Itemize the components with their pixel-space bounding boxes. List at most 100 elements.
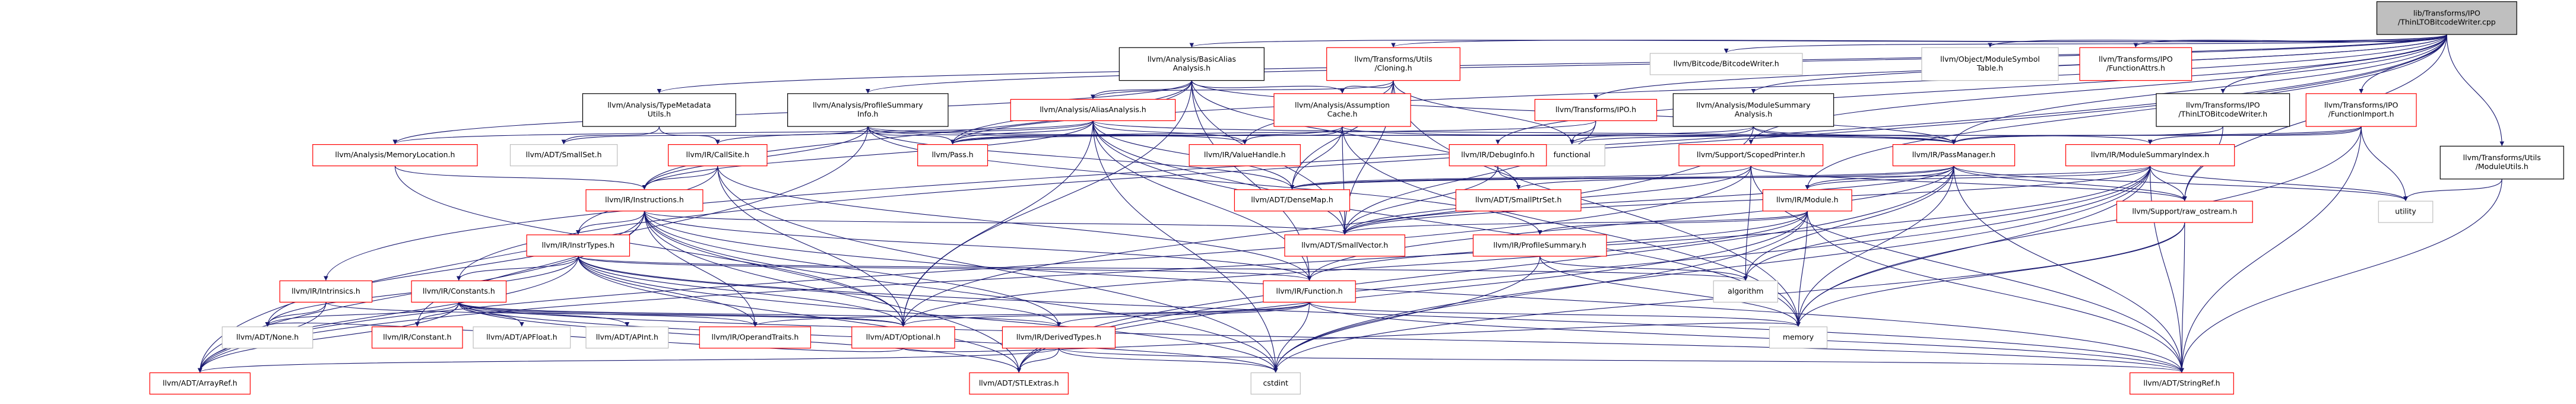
edge-root-to-modsymtab	[1988, 34, 2447, 48]
node-constants[interactable]: llvm/IR/Constants.h	[411, 280, 507, 303]
node-label-utility-line-1: utility	[2395, 207, 2416, 216]
node-valuehandle[interactable]: llvm/IR/ValueHandle.h	[1189, 144, 1301, 167]
node-callsite[interactable]: llvm/IR/CallSite.h	[668, 144, 768, 167]
node-profilesummary[interactable]: llvm/IR/ProfileSummary.h	[1472, 234, 1607, 257]
node-derivedtypes[interactable]: llvm/IR/DerivedTypes.h	[1002, 326, 1116, 349]
node-stlextras[interactable]: llvm/ADT/STLExtras.h	[969, 372, 1069, 395]
edge-modsummana-to-pass	[950, 126, 1754, 145]
node-pass[interactable]: llvm/Pass.h	[917, 144, 988, 167]
node-label-instructions-line-1: llvm/IR/Instructions.h	[605, 195, 684, 204]
edge-callsite-to-optional	[717, 166, 906, 327]
edge-callsite-to-instructions	[642, 166, 718, 190]
node-box-profilesummary	[1472, 234, 1607, 257]
node-root[interactable]: lib/Transforms/IPO/ThinLTOBitcodeWriter.…	[2376, 1, 2517, 35]
node-stringref[interactable]: llvm/ADT/StringRef.h	[2130, 372, 2234, 395]
node-ipo[interactable]: llvm/Transforms/IPO.h	[1534, 98, 1658, 122]
node-funcimport[interactable]: llvm/Transforms/IPO/FunctionImport.h	[2305, 93, 2417, 127]
edge-aliasanalysis-to-pass	[950, 120, 1094, 145]
node-intrinsics[interactable]: llvm/IR/Intrinsics.h	[279, 280, 373, 303]
node-label-scopedprinter-line-1: llvm/Support/ScopedPrinter.h	[1697, 150, 1805, 159]
node-label-derivedtypes-line-1: llvm/IR/DerivedTypes.h	[1016, 332, 1101, 341]
edge-instructions-to-operandtraits	[644, 211, 758, 327]
node-box-function	[1263, 280, 1356, 303]
node-box-derivedtypes	[1002, 326, 1116, 349]
edge-typemeta-to-smallset	[561, 126, 660, 145]
node-utility: utility	[2378, 201, 2434, 223]
node-scopedprinter[interactable]: llvm/Support/ScopedPrinter.h	[1678, 144, 1824, 167]
edge-memloc-to-instructions	[394, 166, 647, 190]
node-memloc[interactable]: llvm/Analysis/MemoryLocation.h	[312, 144, 478, 167]
edge-module-to-stringref	[1807, 211, 2184, 373]
node-function[interactable]: llvm/IR/Function.h	[1263, 280, 1356, 303]
node-box-arrayref	[149, 372, 251, 395]
node-label-functional-line-1: functional	[1554, 150, 1590, 159]
edge-modsummidx-to-smallvector	[1342, 166, 2151, 235]
node-optional[interactable]: llvm/ADT/Optional.h	[851, 326, 955, 349]
node-box-operandtraits	[699, 326, 812, 349]
node-label-funcattrs-line-2: /FunctionAttrs.h	[2106, 63, 2165, 72]
node-box-module	[1762, 189, 1852, 212]
edge-passmanager-to-function	[1307, 166, 1954, 281]
node-box-modsummidx	[2065, 144, 2235, 167]
node-aliasanalysis[interactable]: llvm/Analysis/AliasAnalysis.h	[1010, 98, 1176, 122]
node-thinltoh[interactable]: llvm/Transforms/IPO/ThinLTOBitcodeWriter…	[2156, 93, 2290, 127]
node-cloning[interactable]: llvm/Transforms/Utils/Cloning.h	[1326, 47, 1460, 81]
edge-module-to-stlextras	[1016, 211, 1808, 373]
node-debuginfo[interactable]: llvm/IR/DebugInfo.h	[1449, 144, 1547, 167]
node-box-none	[221, 326, 313, 349]
edge-rawostream-to-memory	[1796, 222, 2185, 327]
node-funcattrs[interactable]: llvm/Transforms/IPO/FunctionAttrs.h	[2079, 47, 2192, 81]
edge-function-to-cstdint	[1273, 302, 1310, 373]
edge-instructions-to-derivedtypes	[644, 211, 1062, 327]
edge-scopedprinter-to-densemap	[1289, 166, 1751, 190]
edge-passmanager-to-rawostream	[1953, 166, 2187, 201]
node-box-ipo	[1534, 98, 1658, 122]
node-smallvector[interactable]: llvm/ADT/SmallVector.h	[1284, 234, 1405, 257]
edge-assumption-to-smallvector	[1342, 126, 1347, 235]
node-box-algorithm	[1713, 280, 1778, 303]
node-rawostream[interactable]: llvm/Support/raw_ostream.h	[2116, 201, 2253, 223]
edge-modsummidx-to-utility	[2150, 166, 2408, 201]
edge-instructions-to-instrtypes	[576, 211, 645, 235]
edge-cloning-to-assumption	[1340, 80, 1394, 94]
edge-module-to-memory	[1796, 211, 1808, 327]
edge-instrtypes-to-function	[578, 256, 1312, 281]
node-label-valuehandle-line-1: llvm/IR/ValueHandle.h	[1204, 150, 1286, 159]
node-operandtraits[interactable]: llvm/IR/OperandTraits.h	[699, 326, 812, 349]
node-label-constants-line-1: llvm/IR/Constants.h	[423, 287, 495, 295]
node-box-cloning	[1326, 47, 1460, 81]
edge-constants-to-apfloat	[458, 302, 524, 327]
node-label-thinltoh-line-2: /ThinLTOBitcodeWriter.h	[2178, 109, 2267, 118]
node-smallptrset[interactable]: llvm/ADT/SmallPtrSet.h	[1455, 189, 1582, 212]
node-arrayref[interactable]: llvm/ADT/ArrayRef.h	[149, 372, 251, 395]
edge-basicaa-to-assumption	[1191, 80, 1345, 94]
edge-instrtypes-to-constants	[457, 256, 579, 281]
node-label-funcimport-line-1: llvm/Transforms/IPO	[2324, 100, 2398, 109]
node-label-pass-line-1: llvm/Pass.h	[931, 150, 973, 159]
node-label-memloc-line-1: llvm/Analysis/MemoryLocation.h	[335, 150, 455, 159]
edge-scopedprinter-to-algorithm	[1743, 166, 1751, 281]
edge-root-to-moduleutils	[2446, 34, 2505, 147]
node-passmanager[interactable]: llvm/IR/PassManager.h	[1892, 144, 2016, 167]
nodes-layer: lib/Transforms/IPO/ThinLTOBitcodeWriter.…	[149, 1, 2564, 395]
node-moduleutils[interactable]: llvm/Transforms/Utils/ModuleUtils.h	[2439, 145, 2564, 180]
node-modsummidx[interactable]: llvm/IR/ModuleSummaryIndex.h	[2065, 144, 2235, 167]
edge-passmanager-to-utility	[1953, 166, 2408, 201]
node-box-modsymtab	[1921, 47, 2059, 81]
edge-function-to-operandtraits	[753, 301, 1310, 327]
node-instrtypes[interactable]: llvm/IR/InstrTypes.h	[526, 234, 630, 257]
node-label-module-line-1: llvm/IR/Module.h	[1776, 195, 1839, 204]
node-label-modsummidx-line-1: llvm/IR/ModuleSummaryIndex.h	[2091, 150, 2209, 159]
node-instructions[interactable]: llvm/IR/Instructions.h	[585, 189, 704, 212]
edge-constants-to-arrayref	[198, 302, 460, 373]
edge-function-to-memory	[1308, 301, 1801, 327]
node-label-operandtraits-line-1: llvm/IR/OperandTraits.h	[711, 332, 799, 341]
node-module[interactable]: llvm/IR/Module.h	[1762, 189, 1852, 212]
node-densemap[interactable]: llvm/ADT/DenseMap.h	[1234, 189, 1351, 212]
node-constant[interactable]: llvm/IR/Constant.h	[371, 326, 463, 349]
